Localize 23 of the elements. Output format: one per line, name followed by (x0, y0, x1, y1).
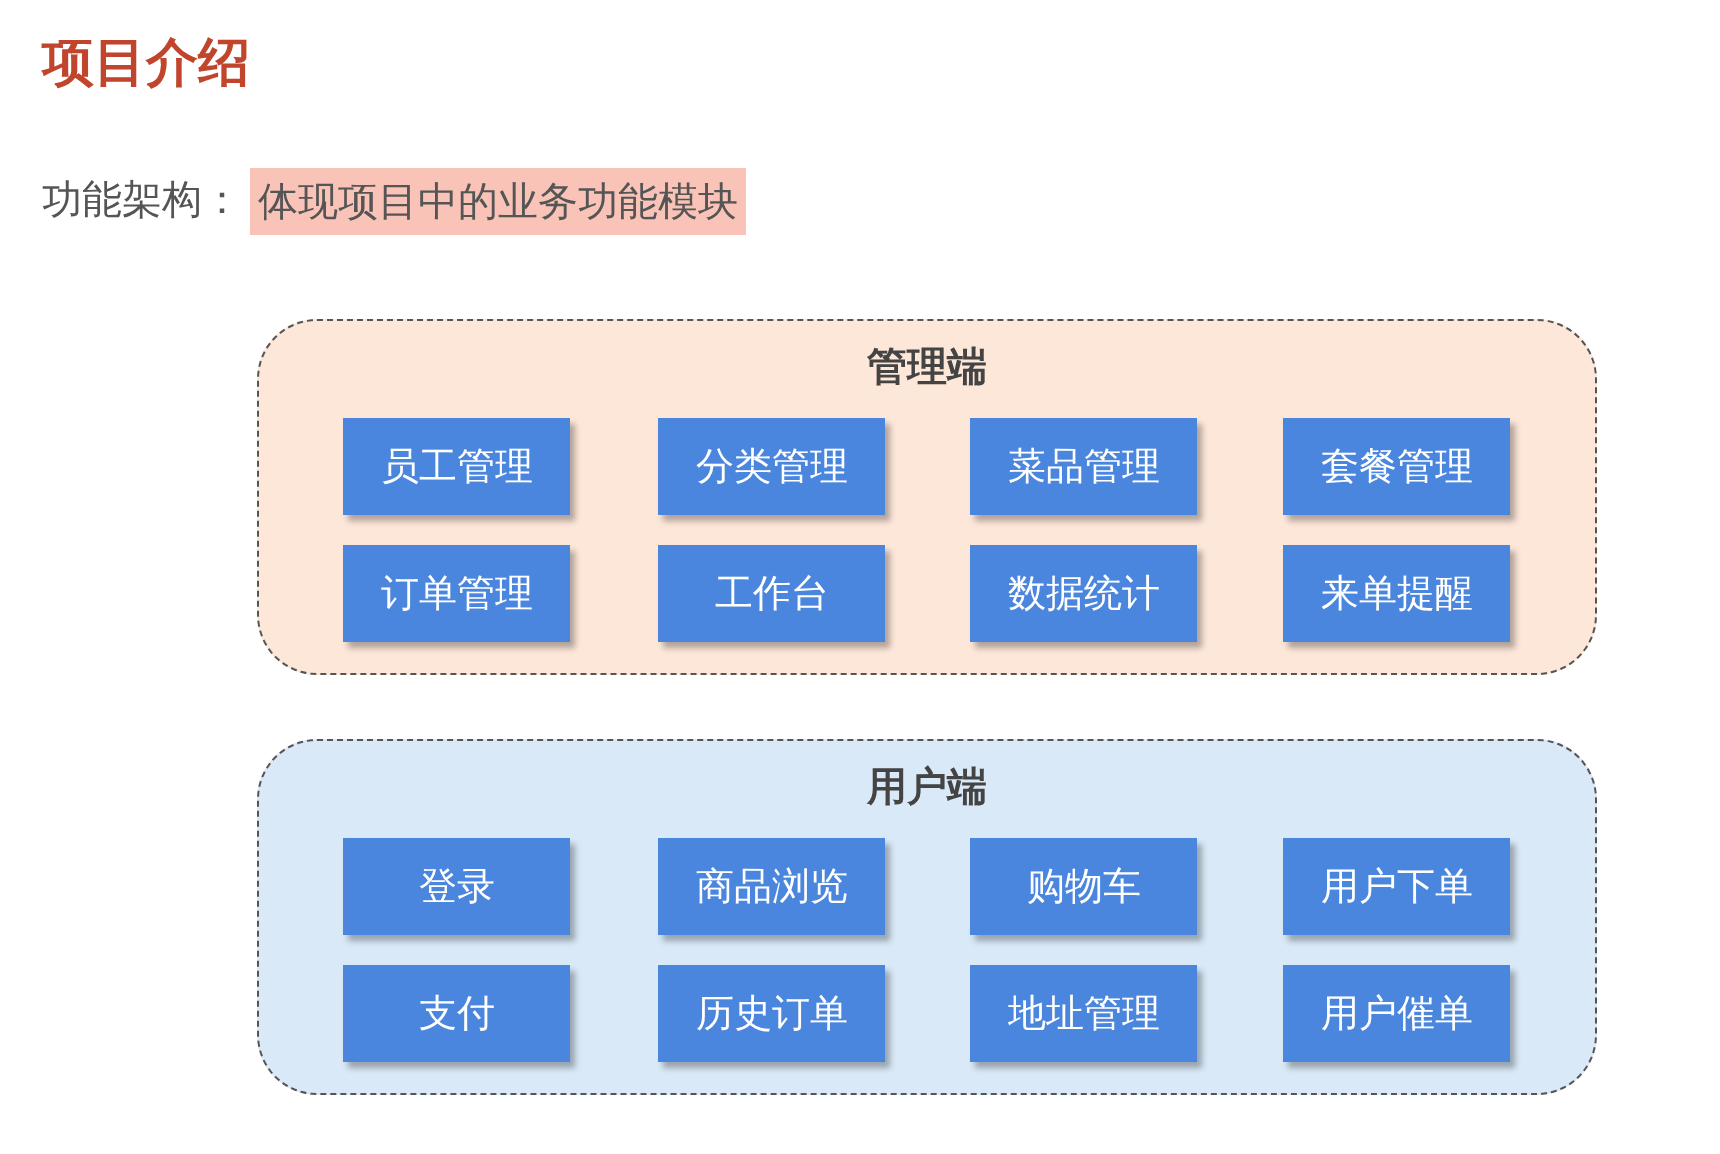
page-title: 项目介绍 (42, 31, 250, 94)
module-box: 套餐管理 (1283, 418, 1510, 515)
module-box: 菜品管理 (970, 418, 1197, 515)
module-box: 来单提醒 (1283, 545, 1510, 642)
group-title: 管理端 (867, 342, 987, 391)
module-box: 历史订单 (658, 965, 885, 1062)
module-box: 用户催单 (1283, 965, 1510, 1062)
group-panel (257, 739, 1597, 1095)
module-box: 分类管理 (658, 418, 885, 515)
group-panel (257, 319, 1597, 675)
module-box: 订单管理 (343, 545, 570, 642)
section-label: 功能架构： (42, 175, 242, 224)
module-box: 工作台 (658, 545, 885, 642)
module-box: 购物车 (970, 838, 1197, 935)
module-box: 数据统计 (970, 545, 1197, 642)
module-box: 支付 (343, 965, 570, 1062)
module-box: 地址管理 (970, 965, 1197, 1062)
highlighted-note: 体现项目中的业务功能模块 (250, 168, 746, 235)
module-box: 用户下单 (1283, 838, 1510, 935)
module-box: 员工管理 (343, 418, 570, 515)
module-box: 登录 (343, 838, 570, 935)
module-box: 商品浏览 (658, 838, 885, 935)
group-title: 用户端 (867, 762, 987, 811)
